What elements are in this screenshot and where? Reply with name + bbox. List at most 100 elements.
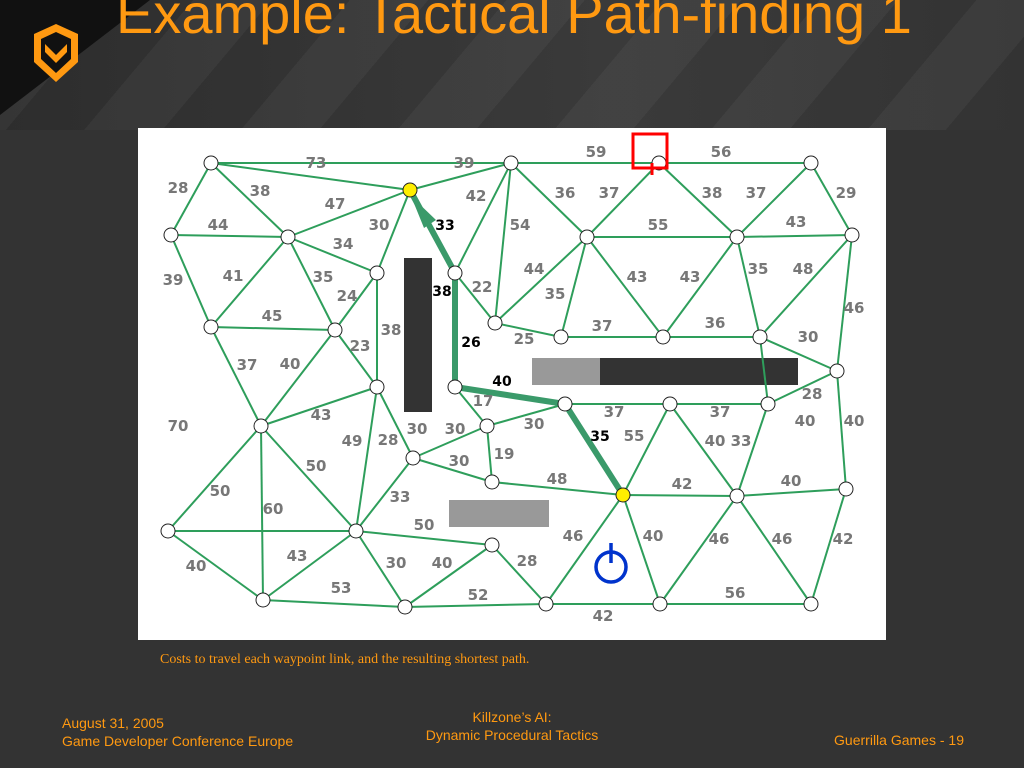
waypoint-link: [262, 599, 406, 608]
waypoint-link: [409, 162, 512, 191]
waypoint-link: [260, 329, 336, 427]
slide-title: Example: Tactical Path-finding 1: [116, 0, 912, 45]
waypoint-link: [810, 162, 853, 236]
footer-talk-line1: Killzone’s AI:: [472, 709, 552, 725]
link-cost-label: 49: [342, 432, 363, 450]
link-cost-label: 25: [514, 330, 535, 348]
waypoint-link: [210, 326, 262, 427]
waypoint-node: [369, 265, 385, 281]
link-cost-label: 35: [313, 268, 334, 286]
footer-date: August 31, 2005: [62, 715, 164, 731]
waypoint-link: [210, 162, 411, 191]
waypoint-node: [348, 523, 364, 539]
waypoint-link: [494, 322, 562, 338]
waypoint-link: [736, 234, 853, 238]
link-cost-label: 37: [237, 356, 258, 374]
waypoint-link: [662, 236, 738, 338]
waypoint-node: [487, 315, 503, 331]
link-cost-label: 42: [466, 187, 487, 205]
link-cost-label: 42: [833, 530, 854, 548]
link-cost-label: 56: [725, 584, 746, 602]
waypoint-link: [260, 386, 378, 427]
link-cost-label: 37: [710, 403, 731, 421]
link-cost-label: 23: [350, 337, 371, 355]
path-arrow-head: [411, 196, 436, 228]
link-cost-label: 37: [746, 184, 767, 202]
waypoint-link: [545, 494, 624, 605]
waypoint-link: [376, 189, 411, 274]
link-cost-label: 28: [378, 431, 399, 449]
waypoint-link: [622, 494, 661, 605]
waypoint-link: [586, 162, 660, 238]
link-cost-label: 39: [163, 271, 184, 289]
waypoint-link: [759, 336, 769, 405]
link-cost-label: 46: [844, 299, 865, 317]
link-cost-label: 40: [705, 432, 726, 450]
guerrilla-logo: [34, 24, 78, 82]
link-cost-label: 50: [210, 482, 231, 500]
link-cost-label: 37: [604, 403, 625, 421]
link-cost-label: 30: [798, 328, 819, 346]
waypoint-link: [170, 234, 212, 328]
waypoint-node: [160, 523, 176, 539]
waypoint-node: [397, 599, 413, 615]
waypoint-link: [355, 530, 493, 546]
waypoint-link: [669, 403, 738, 497]
waypoint-node: [253, 418, 269, 434]
path-endpoint-node: [402, 182, 418, 198]
link-cost-label: 42: [593, 607, 614, 625]
link-cost-label: 17: [473, 392, 494, 410]
path-cost-label: 26: [461, 335, 480, 351]
footer-separator: -: [939, 732, 945, 748]
link-cost-label: 40: [795, 412, 816, 430]
link-cost-label: 55: [648, 216, 669, 234]
footer-right: Guerrilla Games - 19: [800, 731, 964, 749]
link-cost-label: 36: [705, 314, 726, 332]
footer-talk-line2: Dynamic Procedural Tactics: [425, 727, 599, 743]
path-cost-label: 35: [590, 429, 609, 445]
obstacle-wall-horizontal: [600, 358, 798, 385]
waypoint-link: [454, 162, 512, 274]
waypoint-link: [167, 530, 264, 601]
link-cost-label: 73: [306, 154, 327, 172]
waypoint-node: [803, 596, 819, 612]
link-cost-label: 46: [563, 527, 584, 545]
link-cost-label: 53: [331, 579, 352, 597]
waypoint-node: [838, 481, 854, 497]
link-cost-label: 54: [510, 216, 531, 234]
footer-conference: Game Developer Conference Europe: [62, 733, 294, 749]
waypoint-link: [355, 386, 378, 532]
waypoint-link: [658, 162, 738, 238]
link-cost-label: 43: [627, 268, 648, 286]
waypoint-link: [170, 234, 289, 238]
link-cost-label: 35: [748, 260, 769, 278]
waypoint-node: [203, 319, 219, 335]
footer-left: August 31, 2005 Game Developer Conferenc…: [62, 714, 293, 750]
link-cost-label: 30: [524, 415, 545, 433]
waypoint-link: [260, 425, 357, 532]
link-cost-label: 46: [772, 530, 793, 548]
waypoint-node: [447, 265, 463, 281]
waypoint-link: [736, 162, 812, 238]
shortest-path-segment: [562, 401, 626, 498]
waypoint-link: [404, 603, 547, 608]
waypoint-node: [538, 596, 554, 612]
waypoint-node: [803, 155, 819, 171]
link-cost-label: 59: [586, 143, 607, 161]
link-cost-label: 46: [709, 530, 730, 548]
waypoint-link: [454, 386, 488, 427]
link-cost-label: 33: [731, 432, 752, 450]
waypoint-link: [486, 403, 566, 427]
waypoint-node: [280, 229, 296, 245]
waypoint-link: [736, 403, 769, 497]
link-cost-label: 60: [263, 500, 284, 518]
link-cost-label: 33: [390, 488, 411, 506]
waypoint-link: [836, 370, 847, 490]
waypoint-link: [494, 162, 512, 324]
link-cost-label: 50: [306, 457, 327, 475]
waypoint-node: [484, 474, 500, 490]
waypoint-node: [163, 227, 179, 243]
page-number: 19: [948, 732, 964, 748]
